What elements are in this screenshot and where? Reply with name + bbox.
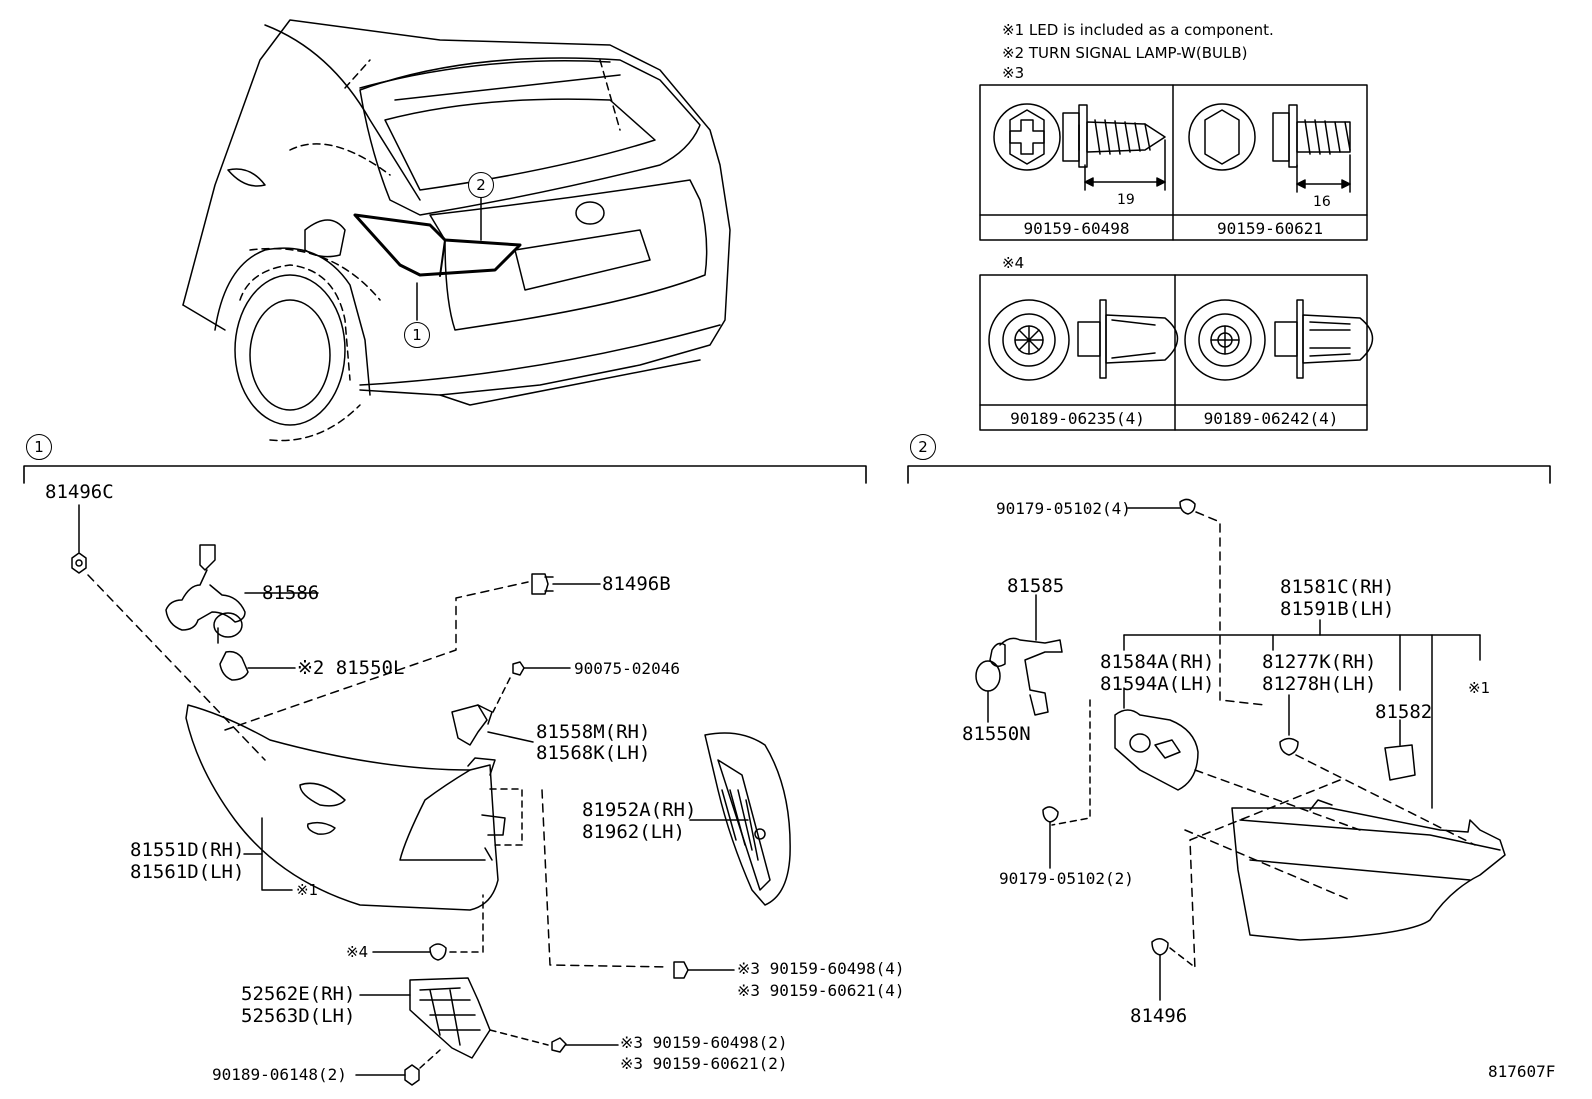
note-turn-signal-bulb: ※2 TURN SIGNAL LAMP-W(BULB) <box>1002 44 1248 62</box>
note-fastener-3: ※3 <box>1002 64 1025 82</box>
vehicle-rear-illustration <box>182 19 731 442</box>
part-81550N[interactable]: 81550N <box>962 723 1031 745</box>
note-led-component: ※1 LED is included as a component. <box>1002 21 1274 39</box>
table4-part-90189-06242[interactable]: 90189-06242(4) <box>1203 409 1339 428</box>
part-81586[interactable]: 81586 <box>262 582 320 604</box>
section1-led-note: ※1 <box>296 881 319 899</box>
overview-callout-1[interactable]: 1 <box>404 322 430 348</box>
part-81594A-lh[interactable]: 81594A(LH) <box>1100 673 1215 695</box>
section2-artwork <box>975 498 1506 1001</box>
part-81591B-lh[interactable]: 81591B(LH) <box>1280 598 1395 620</box>
table4-part-90189-06235[interactable]: 90189-06235(4) <box>1010 409 1145 428</box>
part-90189-06148[interactable]: 90189-06148(2) <box>212 1065 347 1084</box>
part-52563D-lh[interactable]: 52563D(LH) <box>241 1005 356 1027</box>
part-81952A-rh[interactable]: 81952A(RH) <box>582 799 697 821</box>
part-81551D-rh[interactable]: 81551D(RH) <box>130 839 245 861</box>
section-1-callout: 1 <box>26 434 52 460</box>
table3-part-90159-60498[interactable]: 90159-60498 <box>1023 219 1130 238</box>
part-81962-lh[interactable]: 81962(LH) <box>582 821 685 843</box>
section1-artwork <box>71 504 791 1086</box>
fastener-table-4-grid <box>979 274 1374 431</box>
part-81278H-lh[interactable]: 81278H(LH) <box>1262 673 1377 695</box>
part-90075-02046[interactable]: 90075-02046 <box>574 659 680 678</box>
part-90179-05102-qty2[interactable]: 90179-05102(2) <box>999 869 1134 888</box>
part-81581C-rh[interactable]: 81581C(RH) <box>1280 576 1395 598</box>
dimension-19: 19 <box>1117 192 1135 208</box>
section-2-callout: 2 <box>910 434 936 460</box>
table3-part-90159-60621[interactable]: 90159-60621 <box>1217 219 1323 238</box>
part-52562E-rh[interactable]: 52562E(RH) <box>241 983 356 1005</box>
part-81550L[interactable]: ※2 81550L <box>297 657 405 679</box>
figure-id: 817607F <box>1488 1062 1556 1081</box>
part-81561D-lh[interactable]: 81561D(LH) <box>130 861 245 883</box>
part-81277K-rh[interactable]: 81277K(RH) <box>1262 651 1377 673</box>
part-81568K-lh[interactable]: 81568K(LH) <box>536 742 651 764</box>
part-81584A-rh[interactable]: 81584A(RH) <box>1100 651 1215 673</box>
overview-callout-2[interactable]: 2 <box>468 172 494 198</box>
part-81585[interactable]: 81585 <box>1007 575 1065 597</box>
section2-led-note: ※1 <box>1468 679 1491 697</box>
part-81582[interactable]: 81582 <box>1375 701 1433 723</box>
part-90159-60498-qty2[interactable]: ※3 90159-60498(2) <box>620 1033 788 1052</box>
part-81558M-rh[interactable]: 81558M(RH) <box>536 721 651 743</box>
dimension-16: 16 <box>1313 194 1331 210</box>
part-81496C[interactable]: 81496C <box>45 481 114 503</box>
fastener-table-3-grid <box>979 84 1368 241</box>
part-90159-60621-qty2[interactable]: ※3 90159-60621(2) <box>620 1054 788 1073</box>
part-90179-05102-qty4[interactable]: 90179-05102(4) <box>996 499 1131 518</box>
note-fastener-4: ※4 <box>1002 254 1025 272</box>
part-81496B[interactable]: 81496B <box>602 573 671 595</box>
part-81496[interactable]: 81496 <box>1130 1005 1188 1027</box>
part-90159-60621-qty4[interactable]: ※3 90159-60621(4) <box>737 981 905 1000</box>
section-brackets <box>23 465 1551 484</box>
part-90159-60498-qty4[interactable]: ※3 90159-60498(4) <box>737 959 905 978</box>
section1-clip-note: ※4 <box>346 943 369 961</box>
